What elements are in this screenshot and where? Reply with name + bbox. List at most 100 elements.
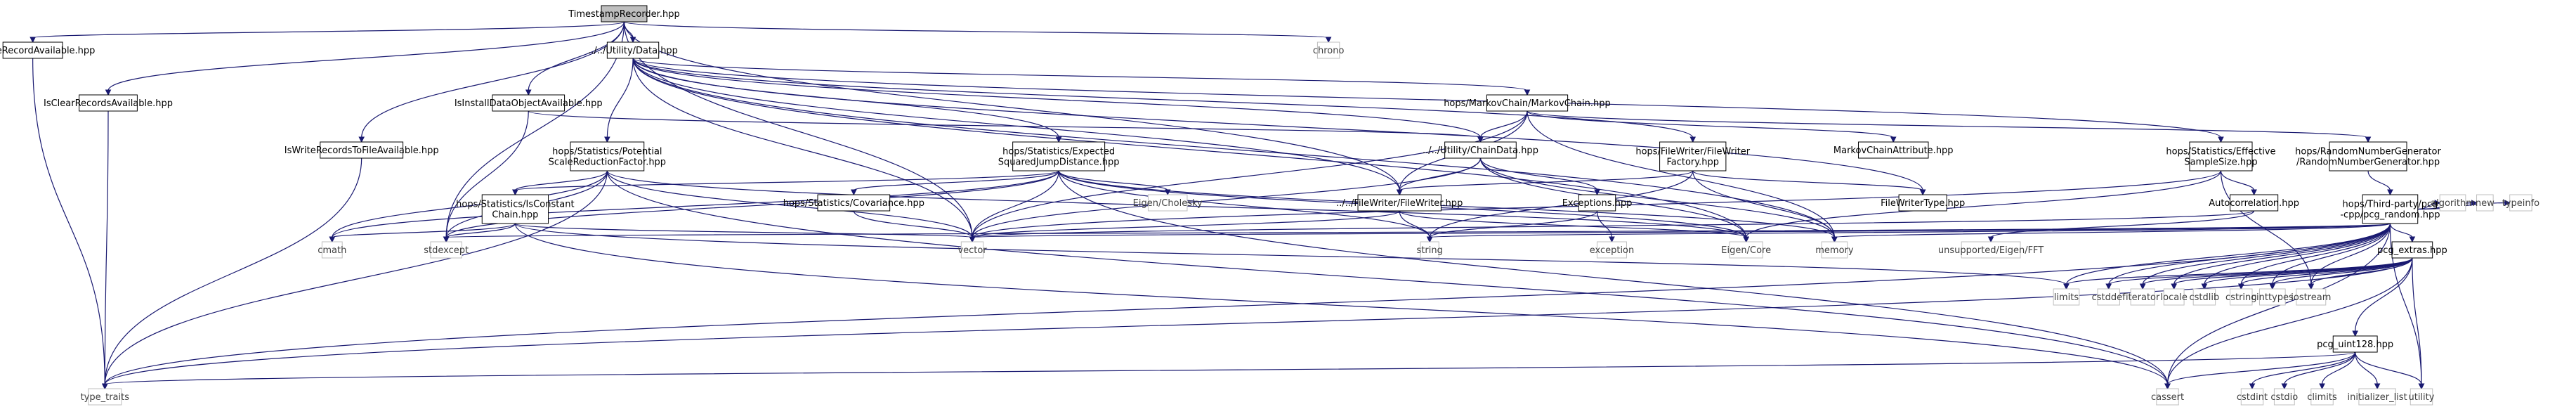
- node-cstdio[interactable]: cstdio: [2270, 388, 2298, 406]
- node-label: cmath: [318, 245, 346, 256]
- node-label: IsWriteRecordsToFileAvailable.hpp: [285, 145, 439, 156]
- node-label: FileWriterType.hpp: [1881, 198, 1965, 209]
- node-label: string: [1417, 245, 1443, 256]
- node-isinstall[interactable]: IsInstallDataObjectAvailable.hpp: [455, 94, 603, 112]
- node-psrf[interactable]: hops/Statistics/PotentialScaleReductionF…: [549, 141, 666, 172]
- node-box: [960, 241, 984, 259]
- node-cmath[interactable]: cmath: [318, 241, 346, 259]
- node-cholesky[interactable]: Eigen/Cholesky: [1133, 194, 1203, 212]
- node-pcgrandom[interactable]: hops/Third-party/pcg-cpp/pcg_random.hpp: [2340, 194, 2440, 224]
- edge-iswrite-to-typetraits: [101, 157, 362, 390]
- edge-pcguint-to-cassert: [2164, 351, 2356, 390]
- node-data[interactable]: ../../Utility/Data.hpp: [588, 41, 678, 59]
- node-label: ../../Utility/Data.hpp: [588, 46, 678, 56]
- node-rng[interactable]: hops/RandomNumberGenerator/RandomNumberG…: [2295, 141, 2441, 172]
- edge-pcguint-to-typetraits: [101, 351, 2356, 390]
- edge-root-to-isclear: [105, 21, 625, 96]
- node-locale[interactable]: locale: [2161, 288, 2188, 306]
- edge-cov-to-vector: [853, 210, 976, 243]
- edge-pcgextras-to-cstdlib: [2201, 257, 2413, 290]
- node-markov[interactable]: hops/MarkovChain/MarkovChain.hpp: [1444, 94, 1611, 112]
- node-new[interactable]: new: [2476, 194, 2495, 212]
- node-box: [481, 194, 549, 224]
- node-climits[interactable]: climits: [2307, 388, 2337, 406]
- node-label: hops/RandomNumberGenerator: [2295, 147, 2441, 157]
- edge-pcguint-to-cstdio: [2281, 351, 2356, 390]
- node-label: unsupported/Eigen/FFT: [1938, 245, 2044, 256]
- node-fwtype[interactable]: FileWriterType.hpp: [1881, 194, 1965, 212]
- node-cstdlib[interactable]: cstdlib: [2190, 288, 2220, 306]
- node-cinttypes[interactable]: cinttypes: [2251, 288, 2294, 306]
- node-vector[interactable]: vector: [957, 241, 987, 259]
- node-esjd[interactable]: hops/Statistics/ExpectedSquaredJumpDista…: [998, 141, 1120, 172]
- node-box: [1961, 241, 2021, 259]
- edge-root-to-iswrite: [358, 21, 625, 143]
- edge-fwfactory-to-fwtype: [1692, 170, 1926, 196]
- node-label: limits: [2054, 292, 2079, 303]
- edge-data-to-markov: [632, 58, 1531, 96]
- node-label: utility: [2408, 392, 2434, 403]
- node-label: locale: [2161, 292, 2188, 303]
- node-box: [570, 141, 645, 172]
- node-mcattr[interactable]: MarkovChainAttribute.hpp: [1833, 141, 1954, 159]
- node-root[interactable]: TimestampRecorder.hpp: [568, 5, 680, 22]
- node-label: cinttypes: [2251, 292, 2294, 303]
- node-label: hops/Statistics/Covariance.hpp: [783, 198, 924, 209]
- node-isclear[interactable]: IsClearRecordsAvailable.hpp: [44, 94, 173, 112]
- node-typeinfo[interactable]: typeinfo: [2502, 194, 2539, 212]
- node-pcguint[interactable]: pcg_uint128.hpp: [2317, 335, 2393, 353]
- node-box: [2358, 388, 2396, 406]
- edge-pcgextras-to-cassert: [2164, 257, 2413, 390]
- node-label: Autocorrelation.hpp: [2209, 198, 2299, 209]
- node-limits[interactable]: limits: [2053, 288, 2080, 306]
- node-chrono[interactable]: chrono: [1313, 41, 1345, 59]
- node-cstring[interactable]: cstring: [2225, 288, 2257, 306]
- node-pcgextras[interactable]: pcg_extras.hpp: [2377, 241, 2447, 259]
- node-label: hops/Third-party/pcg: [2343, 200, 2438, 210]
- node-label: IsInstallDataObjectAvailable.hpp: [455, 98, 603, 109]
- node-stdexcept[interactable]: stdexcept: [424, 241, 469, 259]
- node-iostream[interactable]: iostream: [2291, 288, 2331, 306]
- edge-pcguint-to-utility: [2355, 351, 2425, 390]
- node-cstddef[interactable]: cstddef: [2092, 288, 2126, 306]
- node-autocorr[interactable]: Autocorrelation.hpp: [2209, 194, 2299, 212]
- node-box: [1729, 241, 1763, 259]
- node-exceptions[interactable]: Exceptions.hpp: [1562, 194, 1633, 212]
- node-box: [430, 241, 462, 259]
- node-box: [2258, 288, 2286, 306]
- node-cov[interactable]: hops/Statistics/Covariance.hpp: [783, 194, 924, 212]
- node-isstore[interactable]: IsStoreRecordAvailable.hpp: [0, 41, 95, 59]
- node-typetraits[interactable]: type_traits: [81, 388, 130, 406]
- node-label: new: [2476, 198, 2495, 209]
- node-iswrite[interactable]: IsWriteRecordsToFileAvailable.hpp: [285, 141, 439, 159]
- node-exception[interactable]: exception: [1590, 241, 1635, 259]
- edge-isconst-to-cmath: [329, 223, 516, 243]
- node-cassert[interactable]: cassert: [2151, 388, 2184, 406]
- node-cstdint[interactable]: cstdint: [2237, 388, 2268, 406]
- node-eigencore[interactable]: Eigen/Core: [1721, 241, 1771, 259]
- node-label: chrono: [1313, 46, 1345, 56]
- node-utility[interactable]: utility: [2408, 388, 2435, 406]
- node-label: memory: [1815, 245, 1854, 256]
- node-eigenfft[interactable]: unsupported/Eigen/FFT: [1938, 241, 2044, 259]
- node-label: Eigen/Core: [1721, 245, 1771, 256]
- node-string[interactable]: string: [1417, 241, 1443, 259]
- node-box: [2410, 388, 2433, 406]
- edge-markov-to-chaindata: [1477, 110, 1528, 143]
- node-box: [2097, 288, 2120, 306]
- node-iterator[interactable]: iterator: [2126, 288, 2160, 306]
- node-label: algorithm: [2431, 198, 2475, 209]
- node-label: typeinfo: [2502, 198, 2539, 209]
- edge-pcgrandom-to-string: [1426, 223, 2391, 243]
- node-memory[interactable]: memory: [1815, 241, 1854, 259]
- node-filewriter[interactable]: ../../FileWriter/FileWriter.hpp: [1336, 194, 1463, 212]
- node-algorithm[interactable]: algorithm: [2431, 194, 2475, 212]
- node-box: [1012, 141, 1106, 172]
- node-initlist[interactable]: initializer_list: [2348, 388, 2407, 406]
- node-chaindata[interactable]: ../../Utility/ChainData.hpp: [1423, 141, 1538, 159]
- node-label: climits: [2307, 392, 2337, 403]
